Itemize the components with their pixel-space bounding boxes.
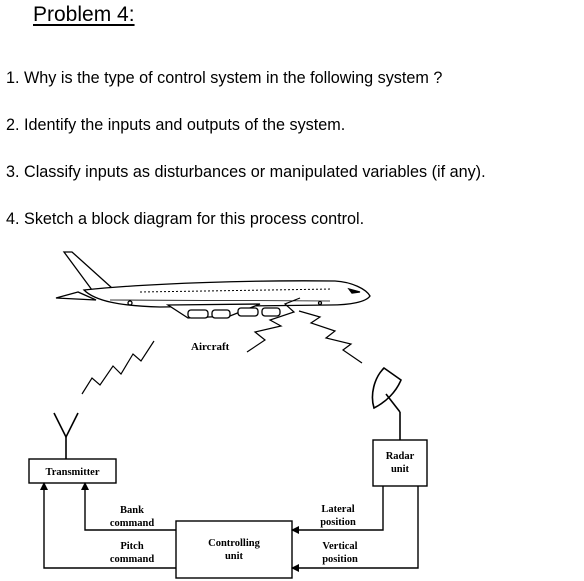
- pitch-command-label-line2: command: [110, 554, 154, 565]
- pitch-command-line: [40, 482, 176, 569]
- problem-heading: Problem 4:: [33, 3, 135, 26]
- aircraft-label: Aircraft: [191, 341, 230, 353]
- pitch-command-label-line1: Pitch: [120, 541, 143, 552]
- transmitter-label: Transmitter: [45, 467, 99, 478]
- question-number: 3.: [6, 163, 20, 181]
- radar-signal-zigzag: [246, 297, 301, 353]
- question-item: 3. Classify inputs as disturbances or ma…: [6, 160, 486, 184]
- controlling-unit-label-line2: unit: [225, 551, 244, 562]
- transmitter-signal-zigzag: [81, 340, 155, 395]
- question-number: 1.: [6, 69, 20, 87]
- transmitter-antenna-icon: [53, 412, 79, 459]
- radar-return-zigzag: [298, 310, 363, 364]
- controlling-unit-box: [175, 520, 293, 579]
- question-text: Why is the type of control system in the…: [24, 69, 443, 87]
- question-item: 2. Identify the inputs and outputs of th…: [6, 113, 486, 137]
- bank-command-line: [81, 482, 176, 531]
- lateral-position-line: [291, 486, 384, 534]
- question-list: 1. Why is the type of control system in …: [6, 66, 486, 254]
- question-text: Sketch a block diagram for this process …: [24, 210, 365, 228]
- transmitter-box: [28, 458, 117, 484]
- controlling-unit-label-line1: Controlling: [208, 538, 260, 549]
- radar-unit-label-line2: unit: [391, 464, 410, 475]
- question-number: 2.: [6, 116, 20, 134]
- vertical-position-label-line2: position: [322, 554, 358, 565]
- lateral-position-label-line2: position: [320, 517, 356, 528]
- lateral-position-label-line1: Lateral: [321, 504, 354, 515]
- question-item: 1. Why is the type of control system in …: [6, 66, 486, 90]
- radar-dish-icon: [371, 366, 402, 440]
- vertical-position-label-line1: Vertical: [322, 541, 357, 552]
- vertical-position-line: [291, 486, 419, 572]
- radar-unit-box: [372, 439, 428, 487]
- bank-command-label-line1: Bank: [120, 505, 144, 516]
- aircraft-icon: [55, 251, 371, 319]
- question-item: 4. Sketch a block diagram for this proce…: [6, 207, 486, 231]
- question-number: 4.: [6, 210, 20, 228]
- bank-command-label-line2: command: [110, 518, 154, 529]
- question-text: Identify the inputs and outputs of the s…: [24, 116, 346, 134]
- question-text: Classify inputs as disturbances or manip…: [24, 163, 486, 181]
- radar-unit-label-line1: Radar: [386, 451, 415, 462]
